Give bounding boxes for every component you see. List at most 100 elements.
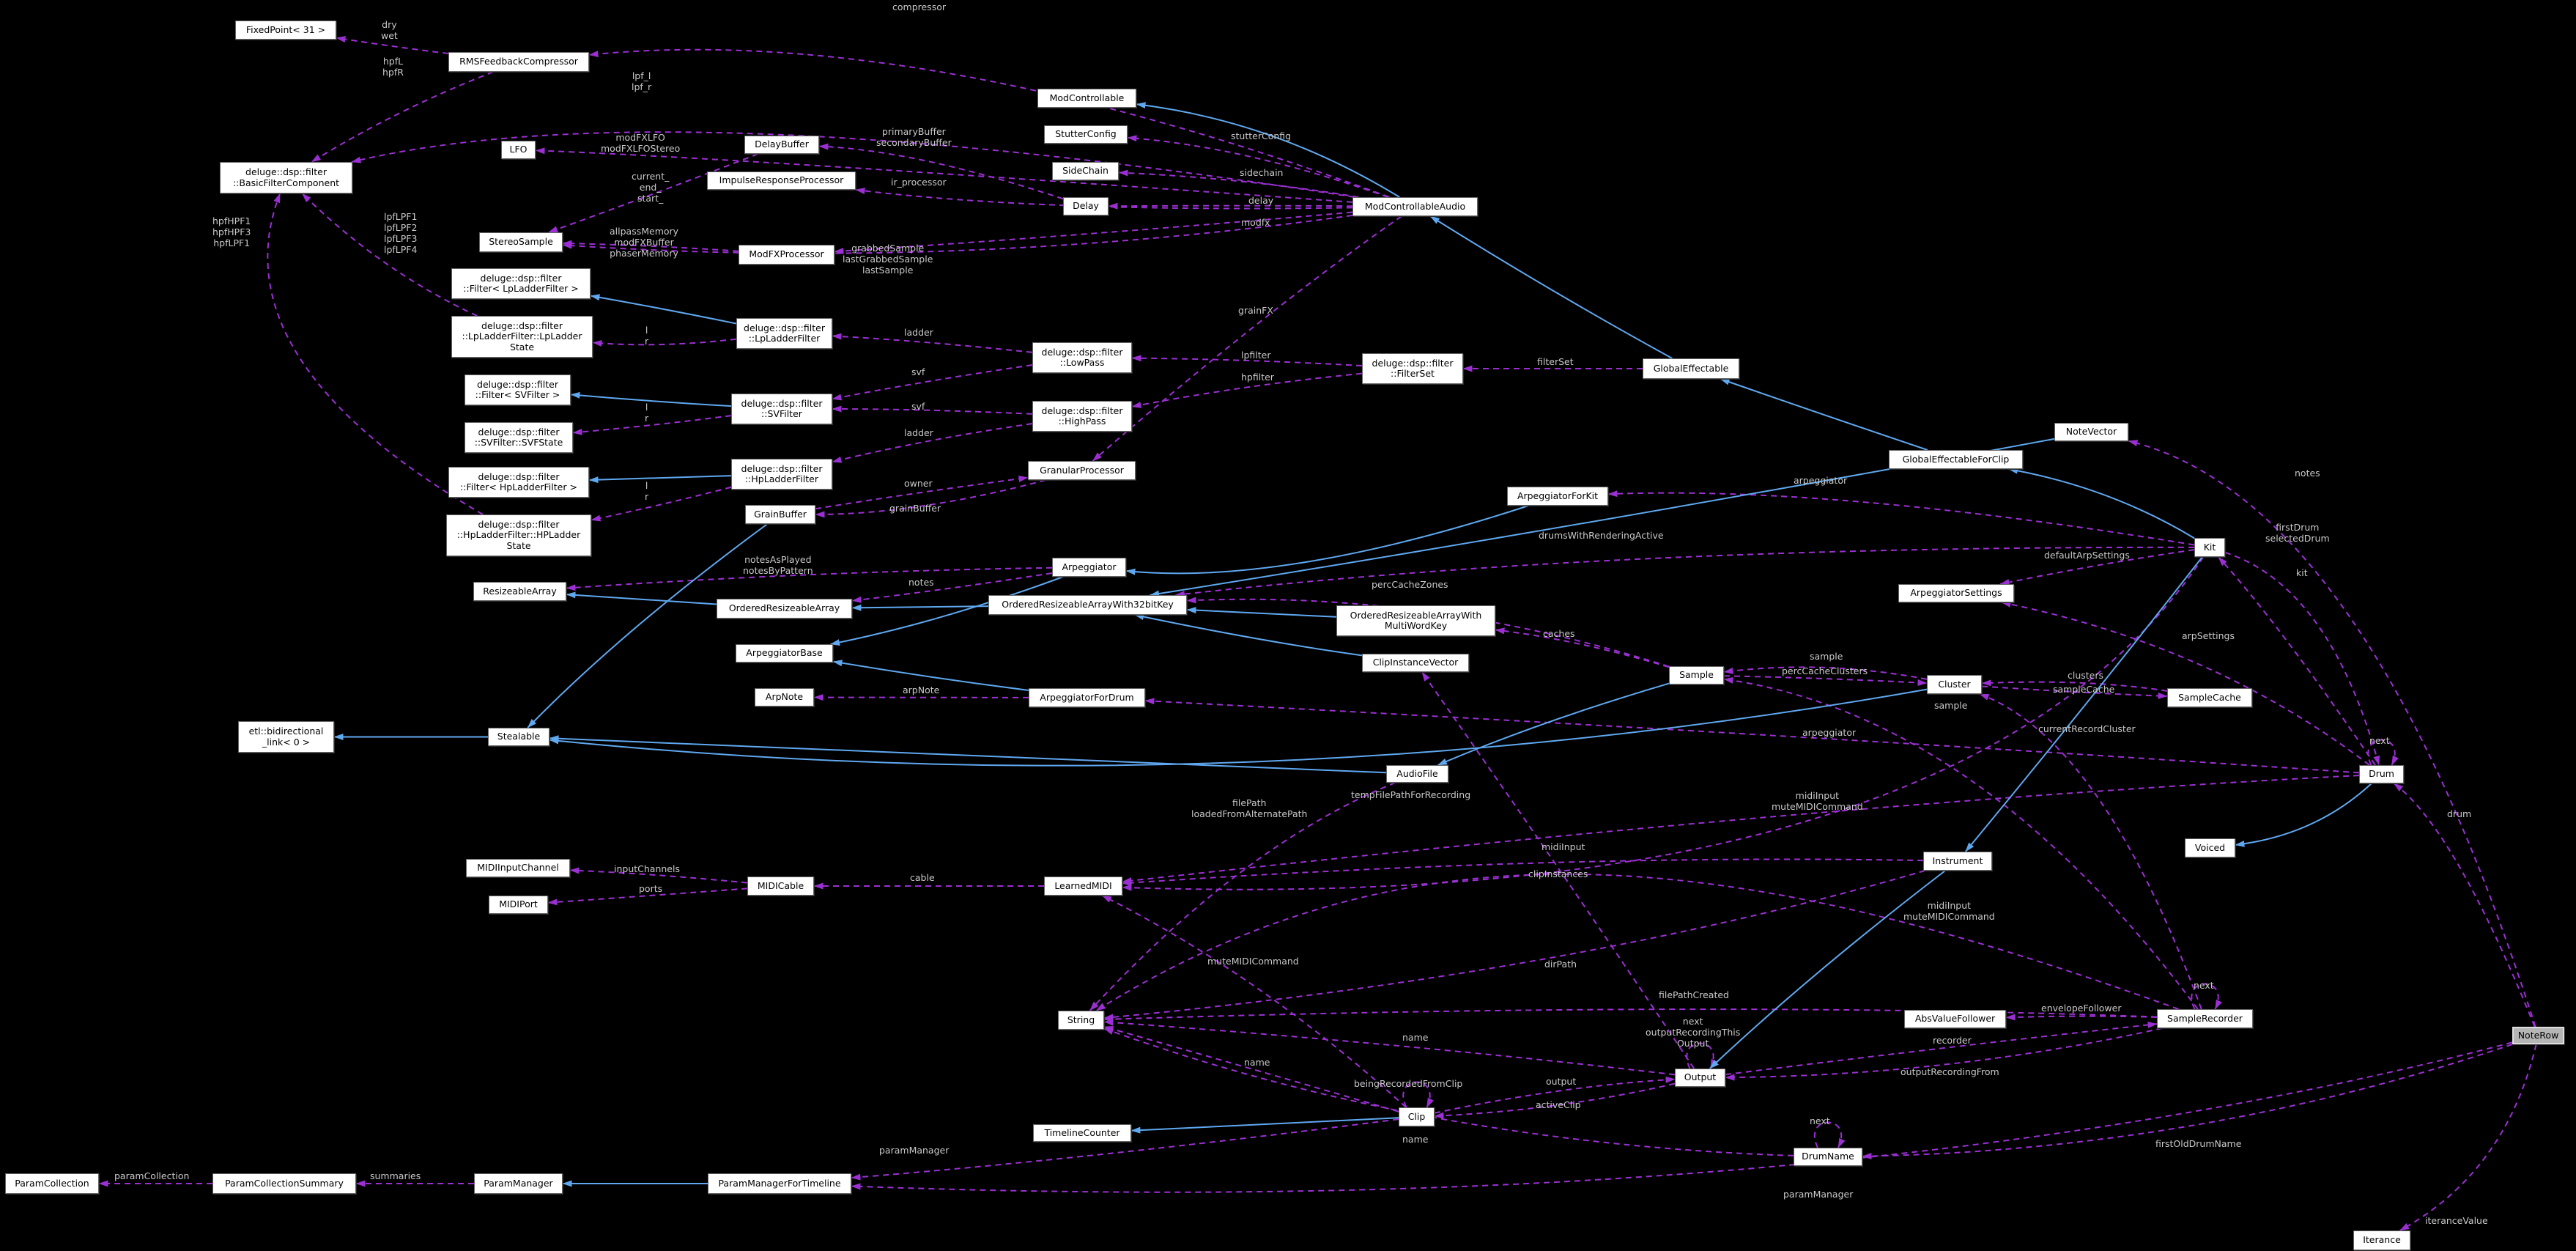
node-lowpass[interactable]: deluge::dsp::filter ::LowPass: [1032, 342, 1132, 373]
node-delaybuffer[interactable]: DelayBuffer: [744, 136, 819, 154]
edge-grainbuffer-granular: [815, 475, 1029, 510]
node-notevector[interactable]: NoteVector: [2054, 423, 2128, 441]
node-clip[interactable]: Clip: [1399, 1107, 1435, 1126]
edge-label: ir_processor: [891, 177, 947, 188]
node-mca[interactable]: ModControllableAudio: [1352, 197, 1478, 216]
node-output[interactable]: Output: [1675, 1069, 1725, 1087]
node-bfc[interactable]: deluge::dsp::filter ::BasicFilterCompone…: [220, 162, 352, 193]
node-arpsettings[interactable]: ArpeggiatorSettings: [1898, 584, 2014, 602]
node-grainbuffer[interactable]: GrainBuffer: [745, 505, 815, 524]
node-midiinputchannel[interactable]: MIDIInputChannel: [466, 859, 570, 877]
node-irp[interactable]: ImpulseResponseProcessor: [707, 171, 856, 190]
edge-hpladder-hpstate: [591, 486, 732, 522]
node-orderedresizeable[interactable]: OrderedResizeableArray: [717, 599, 852, 619]
node-granular[interactable]: GranularProcessor: [1028, 461, 1136, 480]
edge-cluster-sample: [1723, 666, 1928, 680]
node-stealable[interactable]: Stealable: [488, 728, 549, 746]
node-sidechain[interactable]: SideChain: [1052, 162, 1119, 180]
node-highpass[interactable]: deluge::dsp::filter ::HighPass: [1032, 401, 1132, 432]
edge-kit-drum: [2224, 551, 2380, 766]
node-orawmwk[interactable]: OrderedResizeableArrayWith MultiWordKey: [1336, 605, 1495, 636]
node-timelinecounter[interactable]: TimelineCounter: [1033, 1124, 1131, 1142]
edge-lowpass-svfilter: [832, 364, 1033, 401]
node-svfstate[interactable]: deluge::dsp::filter ::SVFilter::SVFState: [465, 422, 573, 453]
edge-highpass-hpladder: [832, 423, 1033, 463]
edge-drum-learnedmidi: [1122, 775, 2360, 885]
node-paramcollection[interactable]: ParamCollection: [5, 1173, 99, 1194]
edge-arpeggiator-arpbase: [830, 576, 1064, 646]
node-midicable[interactable]: MIDICable: [747, 877, 814, 896]
edge-globaleffectable-mca: [1429, 215, 1673, 359]
node-filterlp[interactable]: deluge::dsp::filter ::Filter< LpLadderFi…: [451, 268, 591, 299]
node-learnedmidi[interactable]: LearnedMIDI: [1044, 877, 1122, 896]
node-modcontrollable[interactable]: ModControllable: [1037, 89, 1136, 108]
edge-label: percCacheClusters: [1782, 665, 1868, 676]
edge-samplerecorder-string: [1103, 1008, 2158, 1023]
edge-output-output: [1686, 1042, 1717, 1069]
edge-cluster-samplecache: [1981, 685, 2168, 699]
edge-label: modfx: [1241, 217, 1270, 228]
edge-kit-learnedmidi: [1122, 556, 2205, 891]
node-arpbase[interactable]: ArpeggiatorBase: [736, 644, 833, 663]
node-arpforkit[interactable]: ArpeggiatorForKit: [1507, 487, 1608, 506]
edge-label: kit: [2296, 567, 2308, 578]
edge-label: allpassMemory modFXBuffer phaserMemory: [610, 226, 679, 259]
node-oraw32k[interactable]: OrderedResizeableArrayWith32bitKey: [988, 595, 1187, 615]
node-arpnote[interactable]: ArpNote: [755, 688, 814, 706]
edge-label: lpf_l lpf_r: [632, 70, 652, 92]
edge-label: owner: [904, 478, 933, 489]
edge-lpladder-lpstate: [592, 338, 737, 347]
node-clipinstancevector[interactable]: ClipInstanceVector: [1362, 654, 1469, 672]
node-cluster[interactable]: Cluster: [1927, 675, 1982, 694]
node-filtersvf[interactable]: deluge::dsp::filter ::Filter< SVFilter >: [465, 374, 571, 405]
edge-midicable-midiport: [547, 887, 748, 906]
node-iterance[interactable]: Iterance: [2353, 1230, 2410, 1250]
node-parammanager[interactable]: ParamManager: [474, 1173, 563, 1194]
node-lfo[interactable]: LFO: [501, 141, 536, 159]
node-stutterconfig[interactable]: StutterConfig: [1044, 125, 1128, 144]
node-etllink[interactable]: etl::bidirectional _link< 0 >: [238, 721, 334, 753]
node-arpeggiator[interactable]: Arpeggiator: [1052, 558, 1126, 577]
node-midiport[interactable]: MIDIPort: [489, 896, 548, 914]
node-pcsummary[interactable]: ParamCollectionSummary: [212, 1173, 356, 1194]
node-rms[interactable]: RMSFeedbackCompressor: [448, 52, 589, 72]
node-audiofile[interactable]: AudioFile: [1386, 765, 1448, 783]
edge-instrument-output: [1709, 870, 1946, 1069]
node-lpladder[interactable]: deluge::dsp::filter ::LpLadderFilter: [736, 318, 832, 349]
node-resizeablearray[interactable]: ResizeableArray: [473, 582, 566, 601]
node-drumname[interactable]: DrumName: [1794, 1148, 1862, 1166]
edge-lpstate-bfc: [301, 193, 478, 317]
edge-label: next outputRecordingThis Output: [1646, 1016, 1741, 1049]
edge-label: notes: [2295, 468, 2320, 479]
node-kit[interactable]: Kit: [2194, 538, 2225, 557]
node-gefc[interactable]: GlobalEffectableForClip: [1889, 450, 2023, 469]
node-drum[interactable]: Drum: [2359, 765, 2404, 783]
node-samplecache[interactable]: SampleCache: [2167, 688, 2252, 707]
edge-label: hpfL hpfR: [382, 56, 404, 78]
node-absvaluefollower[interactable]: AbsValueFollower: [1904, 1010, 2006, 1028]
edge-svfilter-filtersvf: [570, 391, 732, 407]
node-fixedpoint[interactable]: FixedPoint< 31 >: [235, 21, 336, 40]
edge-noterow-notevector: [2128, 440, 2536, 1027]
node-lpstate[interactable]: deluge::dsp::filter ::LpLadderFilter::Lp…: [451, 316, 593, 358]
node-arpfordrum[interactable]: ArpeggiatorForDrum: [1029, 688, 1145, 707]
edge-label: arpNote: [903, 684, 940, 695]
node-stereosample[interactable]: StereoSample: [479, 232, 563, 252]
node-instrument[interactable]: Instrument: [1923, 852, 1992, 871]
node-delay[interactable]: Delay: [1063, 197, 1109, 215]
node-modfxproc[interactable]: ModFXProcessor: [739, 245, 834, 265]
edge-label: output: [1546, 1076, 1577, 1087]
node-globaleffectable[interactable]: GlobalEffectable: [1643, 358, 1739, 379]
node-filterhp[interactable]: deluge::dsp::filter ::Filter< HpLadderFi…: [448, 467, 589, 498]
edge-modfxproc-stereosample: [562, 240, 739, 252]
node-filterset[interactable]: deluge::dsp::filter ::FilterSet: [1362, 353, 1463, 384]
node-sample[interactable]: Sample: [1669, 666, 1724, 684]
node-hpstate[interactable]: deluge::dsp::filter ::HpLadderFilter::HP…: [446, 514, 591, 556]
edge-label: name: [1402, 1134, 1429, 1145]
node-string[interactable]: String: [1058, 1011, 1104, 1030]
node-pmft[interactable]: ParamManagerForTimeline: [708, 1173, 851, 1194]
node-voiced[interactable]: Voiced: [2185, 838, 2235, 857]
node-samplerecorder[interactable]: SampleRecorder: [2157, 1009, 2253, 1028]
node-svfilter[interactable]: deluge::dsp::filter ::SVFilter: [731, 394, 832, 424]
node-hpladder[interactable]: deluge::dsp::filter ::HpLadderFilter: [731, 459, 832, 490]
